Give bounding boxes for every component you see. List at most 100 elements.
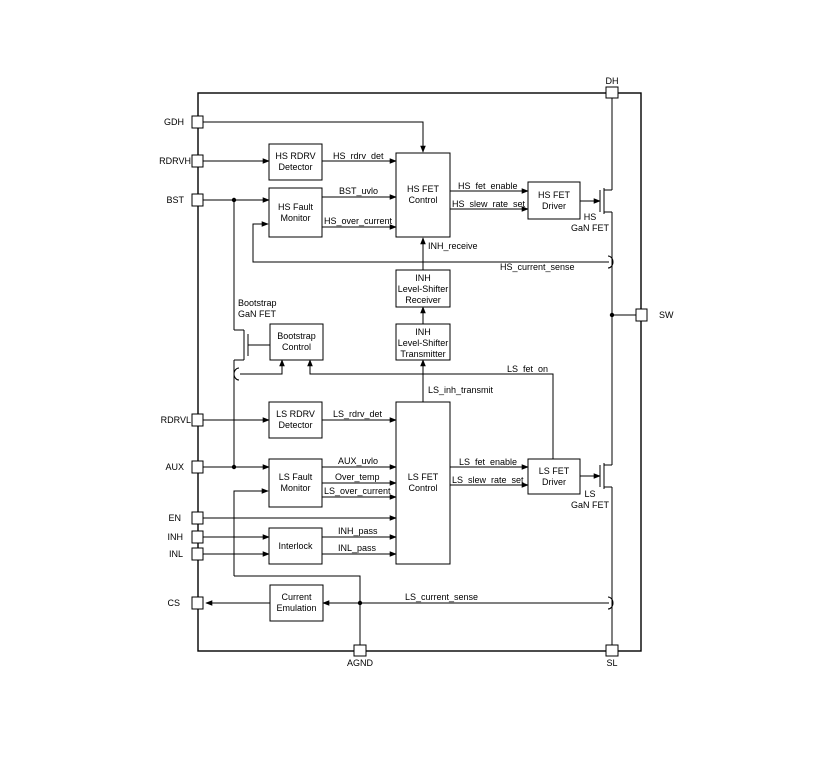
svg-text:Control: Control (282, 342, 311, 352)
bootstrap-control: Bootstrap Control (269, 323, 324, 361)
label-bootstrap-fet-2: GaN FET (238, 309, 277, 319)
label-bst-uvlo: BST_uvlo (339, 186, 378, 196)
pin-bst: BST (166, 193, 204, 207)
label-over-temp: Over_temp (335, 472, 380, 482)
pin-cs: CS (167, 596, 204, 610)
pin-dh: DH (605, 76, 619, 99)
svg-text:Receiver: Receiver (405, 295, 441, 305)
ls-fet-driver: LS FET Driver (527, 458, 581, 495)
svg-text:Driver: Driver (542, 477, 566, 487)
svg-text:Control: Control (408, 195, 437, 205)
svg-text:Monitor: Monitor (280, 483, 310, 493)
svg-text:Monitor: Monitor (280, 213, 310, 223)
label-inh-pass: INH_pass (338, 526, 378, 536)
ls-gan-fet-symbol (599, 463, 612, 489)
svg-text:LS RDRV: LS RDRV (276, 409, 315, 419)
ls-fault-monitor: LS Fault Monitor (268, 458, 323, 508)
svg-text:Current: Current (281, 592, 312, 602)
label-ls-inh-transmit: LS_inh_transmit (428, 385, 494, 395)
bootstrap-sense-coil (233, 367, 240, 381)
svg-text:SL: SL (606, 658, 617, 668)
label-hs-fet-2: GaN FET (571, 223, 610, 233)
svg-text:LS FET: LS FET (539, 466, 570, 476)
svg-text:AGND: AGND (347, 658, 374, 668)
label-aux-uvlo: AUX_uvlo (338, 456, 378, 466)
pin-rdrvh: RDRVH (159, 154, 204, 168)
svg-text:AUX: AUX (165, 462, 184, 472)
svg-text:INH: INH (415, 327, 431, 337)
ls-sense-coil (607, 596, 614, 610)
hs-fault-monitor: HS Fault Monitor (268, 187, 323, 238)
svg-text:HS Fault: HS Fault (278, 202, 314, 212)
label-ls-over-current: LS_over_current (324, 486, 391, 496)
inh-level-shifter-receiver: INH Level-Shifter Receiver (395, 269, 451, 308)
label-inh-receive: INH_receive (428, 241, 478, 251)
hs-fet-control: HS FET Control (395, 152, 451, 238)
junctions (231, 197, 615, 606)
svg-text:Bootstrap: Bootstrap (277, 331, 316, 341)
svg-text:Level-Shifter: Level-Shifter (398, 284, 449, 294)
svg-text:Detector: Detector (278, 162, 312, 172)
pin-gdh: GDH (164, 115, 204, 129)
svg-text:EN: EN (168, 513, 181, 523)
pin-agnd: AGND (347, 644, 374, 668)
label-hs-rdrv-det: HS_rdrv_det (333, 151, 384, 161)
svg-text:RDRVH: RDRVH (159, 156, 191, 166)
ls-fet-control: LS FET Control (395, 401, 451, 565)
package-outline (197, 92, 642, 652)
svg-text:Detector: Detector (278, 420, 312, 430)
label-hs-fet-1: HS (584, 212, 597, 222)
label-hs-over-current: HS_over_current (324, 216, 393, 226)
inh-level-shifter-transmitter: INH Level-Shifter Transmitter (395, 323, 451, 361)
label-hs-fet-enable: HS_fet_enable (458, 181, 518, 191)
label-ls-fet-enable: LS_fet_enable (459, 457, 517, 467)
hs-fet-driver: HS FET Driver (527, 181, 581, 220)
hs-rdrv-detector: HS RDRV Detector (268, 143, 323, 181)
pin-sl: SL (605, 644, 619, 668)
pin-en: EN (168, 511, 204, 525)
svg-text:INH: INH (168, 532, 184, 542)
bootstrap-gan-fet-symbol (240, 329, 249, 361)
svg-text:LS Fault: LS Fault (279, 472, 313, 482)
svg-text:SW: SW (659, 310, 674, 320)
pin-sw: SW (635, 308, 674, 322)
svg-text:LS FET: LS FET (408, 472, 439, 482)
svg-text:Level-Shifter: Level-Shifter (398, 338, 449, 348)
interlock: Interlock (268, 527, 323, 565)
svg-text:INL: INL (169, 549, 183, 559)
svg-text:HS FET: HS FET (407, 184, 440, 194)
signal-labels: HS_rdrv_det BST_uvlo HS_over_current HS_… (324, 151, 575, 602)
label-ls-fet-2: GaN FET (571, 500, 610, 510)
label-bootstrap-fet-1: Bootstrap (238, 298, 277, 308)
svg-text:CS: CS (167, 598, 180, 608)
pin-inl: INL (169, 547, 204, 561)
label-hs-slew-rate-set: HS_slew_rate_set (452, 199, 526, 209)
svg-text:Emulation: Emulation (276, 603, 316, 613)
svg-text:Interlock: Interlock (278, 541, 313, 551)
label-inl-pass: INL_pass (338, 543, 377, 553)
label-hs-current-sense: HS_current_sense (500, 262, 575, 272)
pin-rdrvl: RDRVL (161, 413, 204, 427)
svg-text:GDH: GDH (164, 117, 184, 127)
svg-text:HS RDRV: HS RDRV (275, 151, 315, 161)
label-ls-rdrv-det: LS_rdrv_det (333, 409, 383, 419)
label-ls-fet-on: LS_fet_on (507, 364, 548, 374)
svg-text:INH: INH (415, 273, 431, 283)
svg-text:Driver: Driver (542, 201, 566, 211)
pin-inh: INH (168, 530, 204, 544)
svg-text:Control: Control (408, 483, 437, 493)
svg-text:BST: BST (166, 195, 184, 205)
label-ls-slew-rate-set: LS_slew_rate_set (452, 475, 524, 485)
current-emulation: Current Emulation (269, 584, 324, 622)
svg-text:Transmitter: Transmitter (400, 349, 445, 359)
device-labels: Bootstrap GaN FET HS GaN FET LS GaN FET (238, 212, 609, 510)
label-ls-current-sense: LS_current_sense (405, 592, 478, 602)
hs-gan-fet-symbol (599, 188, 612, 214)
svg-text:DH: DH (606, 76, 619, 86)
pin-aux: AUX (165, 460, 204, 474)
svg-text:RDRVL: RDRVL (161, 415, 191, 425)
hs-sense-coil (607, 255, 614, 269)
ls-rdrv-detector: LS RDRV Detector (268, 401, 323, 439)
label-ls-fet-1: LS (584, 489, 595, 499)
